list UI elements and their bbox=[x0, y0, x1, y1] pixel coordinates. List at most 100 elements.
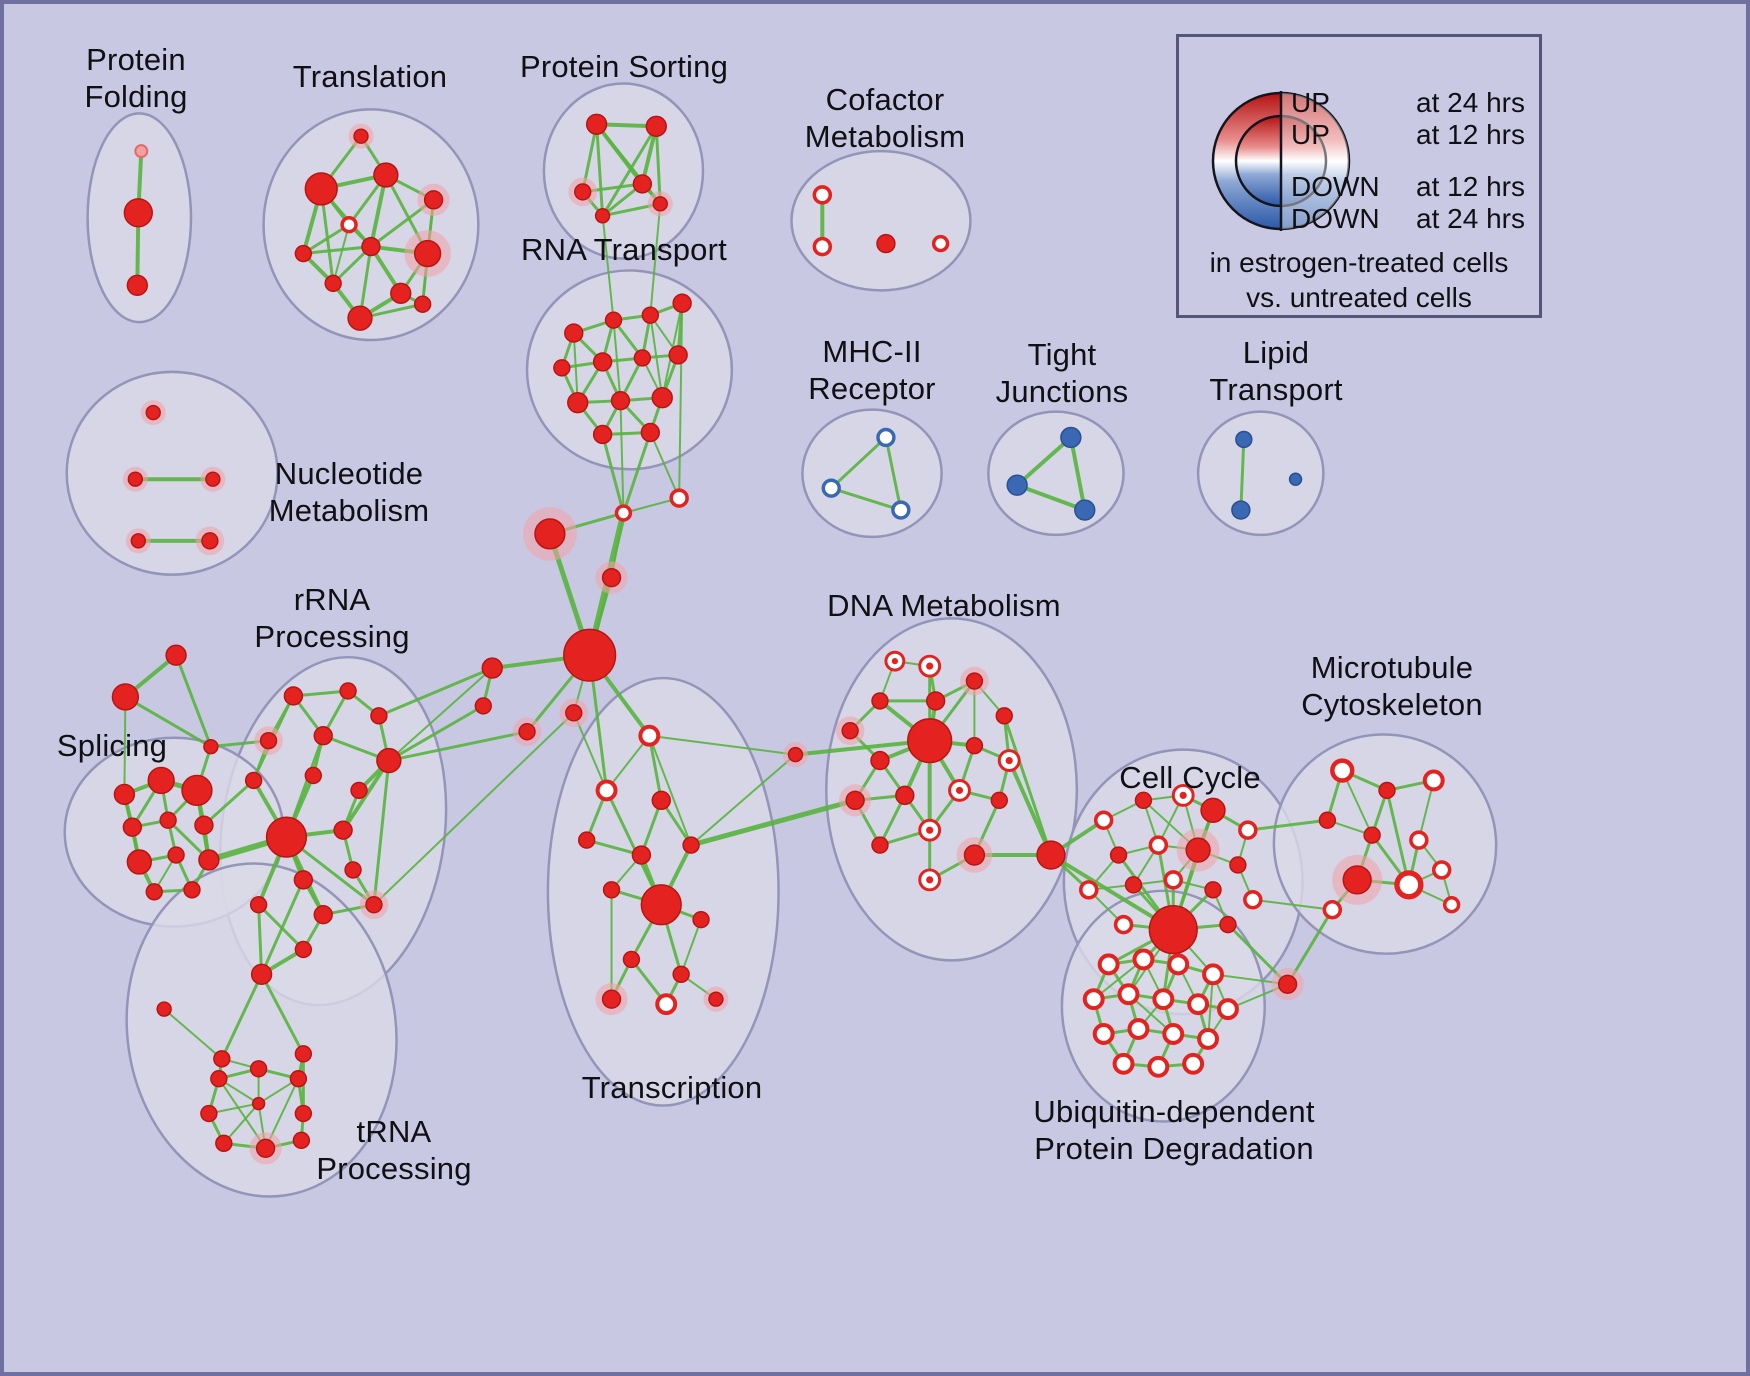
network-edge bbox=[639, 798, 663, 857]
network-node bbox=[631, 845, 652, 865]
network-node bbox=[925, 691, 946, 711]
network-edge bbox=[605, 734, 651, 792]
network-edge bbox=[1246, 818, 1329, 832]
network-edge bbox=[1002, 714, 1053, 857]
network-node bbox=[1134, 791, 1153, 810]
network-edge bbox=[372, 711, 575, 906]
network-node bbox=[1322, 899, 1343, 920]
network-node bbox=[370, 707, 388, 725]
network-node bbox=[1167, 953, 1190, 976]
network-edge bbox=[601, 214, 615, 322]
network-node bbox=[1243, 890, 1263, 910]
network-node bbox=[926, 662, 934, 670]
network-node bbox=[365, 896, 383, 914]
network-node bbox=[1409, 830, 1429, 850]
network-node bbox=[845, 790, 865, 811]
network-edge bbox=[257, 903, 264, 976]
cluster-label-trna-processing: tRNA Processing bbox=[316, 1114, 472, 1186]
network-node bbox=[347, 305, 373, 331]
legend-row-down-12: DOWN at 12 hrs bbox=[1291, 171, 1525, 203]
network-node bbox=[1197, 1027, 1220, 1050]
network-edge bbox=[163, 1008, 223, 1060]
network-edge bbox=[174, 653, 213, 749]
network-node bbox=[563, 628, 617, 682]
cluster-ellipse bbox=[65, 370, 279, 576]
network-node bbox=[602, 881, 621, 899]
network-node bbox=[183, 881, 201, 899]
network-node bbox=[294, 940, 313, 959]
network-edge bbox=[619, 399, 625, 515]
network-node bbox=[350, 781, 368, 800]
network-node bbox=[787, 746, 804, 763]
network-node bbox=[294, 1045, 313, 1063]
cluster-ellipse bbox=[801, 408, 943, 539]
cluster-ellipse bbox=[987, 410, 1125, 537]
network-node bbox=[1342, 865, 1372, 895]
network-node bbox=[294, 1104, 313, 1123]
network-node bbox=[156, 1001, 172, 1017]
network-edge bbox=[1068, 435, 1087, 513]
cluster-label-protein-sorting: Protein Sorting bbox=[519, 49, 729, 84]
network-node bbox=[1204, 881, 1222, 899]
cluster-label-nucleotide-metabolism: Nucleotide Metabolism bbox=[268, 456, 430, 528]
network-edge bbox=[649, 431, 681, 500]
network-node bbox=[165, 644, 187, 666]
network-edge bbox=[690, 753, 797, 847]
cluster-label-cofactor-metabolism: Cofactor Metabolism bbox=[804, 82, 966, 154]
network-edge bbox=[260, 878, 305, 976]
legend-time-up-24: at 24 hrs bbox=[1416, 87, 1525, 118]
network-node bbox=[181, 774, 213, 807]
network-edge bbox=[688, 797, 858, 848]
network-node bbox=[213, 1050, 231, 1068]
network-node bbox=[1036, 840, 1066, 870]
network-node bbox=[1117, 983, 1140, 1006]
network-node bbox=[1422, 769, 1445, 792]
network-node bbox=[251, 1096, 266, 1111]
network-node bbox=[1219, 915, 1237, 934]
network-edge bbox=[648, 734, 797, 756]
network-node bbox=[413, 295, 432, 313]
network-node bbox=[891, 500, 911, 520]
network-node bbox=[1330, 758, 1355, 783]
network-node bbox=[1185, 837, 1211, 863]
network-node bbox=[113, 783, 136, 806]
network-node bbox=[1235, 430, 1253, 449]
network-node bbox=[907, 718, 953, 764]
network-node bbox=[111, 683, 140, 711]
cluster-label-splicing: Splicing bbox=[56, 728, 168, 763]
network-node bbox=[990, 791, 1008, 810]
network-node bbox=[283, 686, 304, 706]
cluster-label-transcription: Transcription bbox=[581, 1070, 763, 1105]
network-node bbox=[474, 697, 492, 715]
network-node bbox=[926, 876, 934, 884]
network-node bbox=[481, 657, 503, 679]
network-node bbox=[1093, 810, 1114, 830]
network-edge bbox=[678, 302, 684, 500]
network-node bbox=[200, 1104, 218, 1123]
network-node bbox=[293, 870, 314, 890]
network-node bbox=[812, 236, 833, 257]
cluster-label-lipid-transport: Lipid Transport bbox=[1209, 335, 1343, 407]
network-node bbox=[130, 533, 147, 549]
network-node bbox=[574, 183, 592, 201]
network-edge bbox=[123, 695, 127, 796]
network-edge bbox=[621, 431, 652, 515]
network-node bbox=[1147, 1055, 1170, 1078]
network-node bbox=[194, 815, 214, 835]
network-edge bbox=[202, 778, 256, 827]
cluster-label-protein-folding: Protein Folding bbox=[84, 42, 188, 114]
network-edge bbox=[123, 695, 213, 749]
network-node bbox=[244, 771, 263, 790]
network-node bbox=[250, 963, 273, 986]
network-node bbox=[210, 1070, 228, 1088]
network-node bbox=[373, 162, 399, 188]
network-node bbox=[361, 236, 381, 257]
network-node bbox=[638, 724, 661, 747]
network-edge bbox=[301, 223, 351, 256]
network-node bbox=[423, 190, 444, 210]
network-node bbox=[1200, 797, 1226, 823]
network-edge bbox=[680, 918, 703, 976]
network-node bbox=[1152, 988, 1175, 1011]
network-edge bbox=[387, 667, 494, 762]
network-node bbox=[376, 747, 402, 774]
